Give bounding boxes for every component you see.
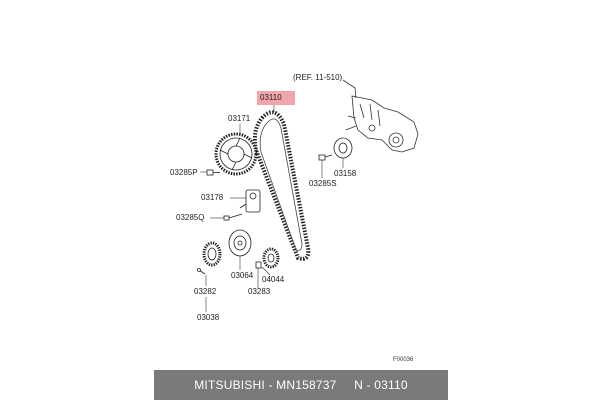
callout-03178[interactable]: 03178: [201, 193, 224, 202]
callout-03171[interactable]: 03171: [228, 114, 251, 123]
engine-block-illustration: [345, 95, 419, 153]
camshaft-sprocket: [214, 132, 258, 176]
footer-text: MITSUBISHI - MN158737 N - 03110: [194, 378, 408, 392]
callout-03285s[interactable]: 03285S: [309, 179, 337, 188]
callout-03285p[interactable]: 03285P: [170, 168, 198, 177]
bolt-03285s: [318, 154, 333, 161]
callout-03283[interactable]: 03283: [248, 287, 271, 296]
ref-label: (REF. 11-510): [293, 73, 343, 82]
crankshaft-sprocket: [202, 241, 222, 267]
gear-04044: [262, 247, 280, 269]
callout-04044[interactable]: 04044: [262, 275, 285, 284]
key-03283: [255, 261, 262, 269]
pin-03282: [197, 268, 206, 275]
callout-03038[interactable]: 03038: [197, 313, 220, 322]
callout-03064[interactable]: 03064: [231, 271, 254, 280]
figure-id: F00036: [393, 357, 414, 363]
leader-lines: [200, 105, 344, 312]
tensioner-pulley: [333, 137, 353, 159]
callout-03110[interactable]: 03110: [260, 93, 282, 102]
callout-03282[interactable]: 03282: [194, 287, 217, 296]
footer-bar: MITSUBISHI - MN158737 N - 03110: [154, 370, 448, 400]
tensioner: [239, 189, 261, 213]
callout-03158[interactable]: 03158: [334, 169, 357, 178]
callout-03285q[interactable]: 03285Q: [176, 213, 205, 222]
part-highlight: [257, 91, 295, 105]
bolt-03285q: [223, 213, 243, 221]
bolt-03285p: [206, 169, 220, 176]
timing-belt: [252, 110, 311, 261]
idler-pulley: [228, 229, 252, 257]
ref-leader-line: [342, 79, 357, 99]
